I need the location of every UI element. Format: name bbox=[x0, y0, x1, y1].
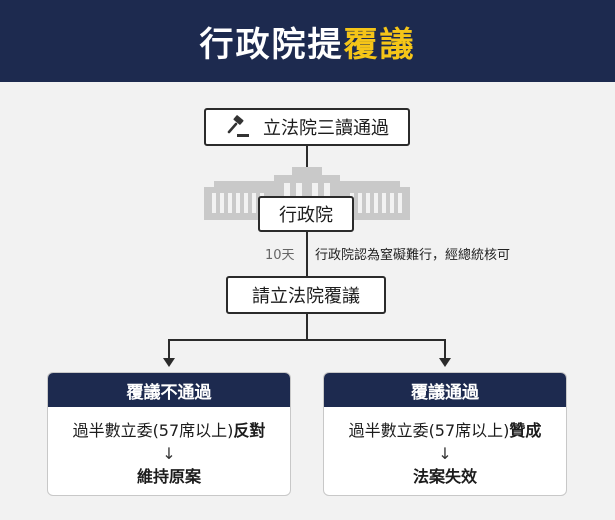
connector-1 bbox=[306, 146, 308, 180]
down-arrow-icon: ↓ bbox=[438, 444, 452, 463]
outcome-emphasis: 反對 bbox=[233, 421, 266, 440]
page-title: 行政院提覆議 bbox=[200, 17, 416, 66]
outcome-title: 覆議通過 bbox=[324, 373, 566, 407]
connector-2 bbox=[306, 232, 308, 276]
outcome-condition: 過半數立委(57席以上)贊成 bbox=[348, 421, 542, 440]
node-executive-yuan: 行政院 bbox=[258, 196, 354, 232]
gavel-icon bbox=[227, 115, 249, 137]
node-third-reading-label: 立法院三讀通過 bbox=[263, 118, 389, 139]
title-highlight: 覆議 bbox=[343, 24, 416, 65]
outcome-card-fail: 覆議不通過 過半數立委(57席以上)反對 ↓ 維持原案 bbox=[47, 372, 291, 496]
outcome-card-pass: 覆議通過 過半數立委(57席以上)贊成 ↓ 法案失效 bbox=[323, 372, 567, 496]
outcome-result: 維持原案 bbox=[136, 467, 201, 486]
edge-condition: 行政院認為窒礙難行，經總統核可 bbox=[315, 248, 511, 263]
header-banner: 行政院提覆議 bbox=[0, 0, 615, 82]
title-main: 行政院提 bbox=[199, 24, 344, 65]
outcome-emphasis: 贊成 bbox=[509, 421, 542, 440]
node-request-reconsideration: 請立法院覆議 bbox=[226, 276, 386, 314]
branch-right bbox=[444, 339, 446, 359]
arrow-left bbox=[163, 358, 175, 367]
node-request-label: 請立法院覆議 bbox=[252, 286, 360, 307]
outcome-condition: 過半數立委(57席以上)反對 bbox=[72, 421, 266, 440]
down-arrow-icon: ↓ bbox=[162, 444, 176, 463]
branch-line bbox=[168, 339, 446, 341]
node-executive-yuan-label: 行政院 bbox=[279, 205, 333, 226]
edge-duration: 10天 bbox=[265, 248, 295, 263]
arrow-right bbox=[439, 358, 451, 367]
outcome-title: 覆議不通過 bbox=[48, 373, 290, 407]
branch-left bbox=[168, 339, 170, 359]
connector-3 bbox=[306, 314, 308, 340]
outcome-result: 法案失效 bbox=[412, 467, 477, 486]
node-third-reading: 立法院三讀通過 bbox=[204, 108, 410, 146]
